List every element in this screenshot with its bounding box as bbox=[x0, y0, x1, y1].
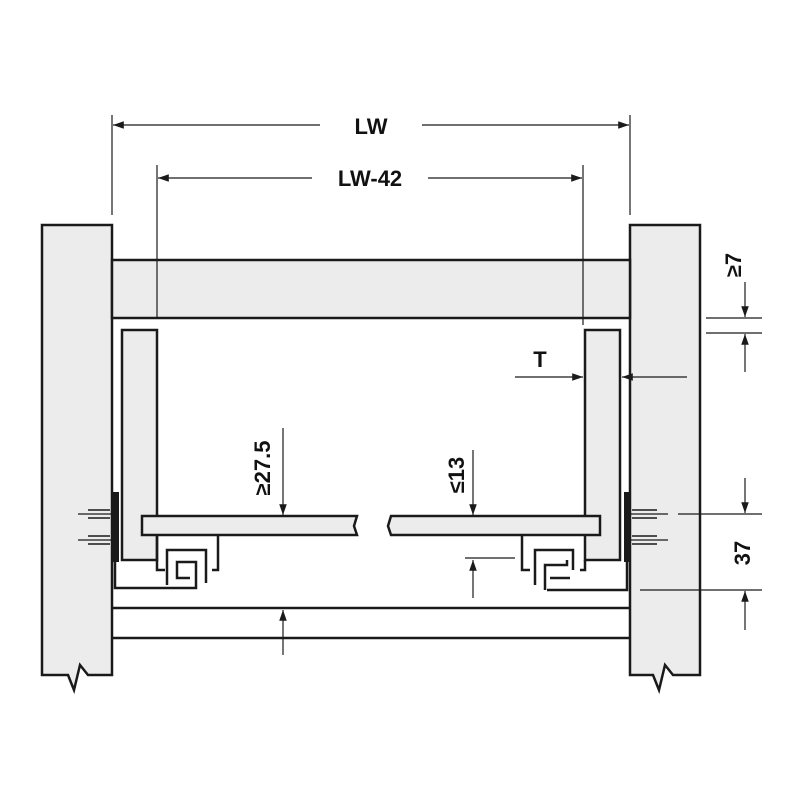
lw-dimension: LW bbox=[111, 114, 631, 215]
right-screw-icon bbox=[632, 509, 657, 545]
gap-top-dimension: ≥7 bbox=[706, 253, 762, 372]
lw42-label: LW-42 bbox=[338, 166, 402, 191]
lw-label: LW bbox=[355, 114, 388, 139]
side-height-dimension: 37 bbox=[640, 478, 762, 630]
left-drawer-side bbox=[120, 328, 159, 562]
side-height-label: 37 bbox=[730, 541, 755, 565]
left-mounting-plate bbox=[113, 492, 119, 562]
t-dimension: T bbox=[515, 347, 687, 381]
right-cabinet-side bbox=[628, 223, 702, 695]
bottom-max-label: ≤13 bbox=[444, 457, 469, 494]
gap-top-label: ≥7 bbox=[721, 253, 746, 277]
right-runner bbox=[520, 492, 668, 592]
t-label: T bbox=[533, 347, 547, 372]
bottom-max-dimension: ≤13 bbox=[444, 450, 515, 598]
bottom-min-dimension: ≥27.5 bbox=[250, 428, 287, 655]
left-cabinet-side bbox=[40, 223, 114, 695]
back-panel bbox=[110, 258, 632, 320]
bottom-min-label: ≥27.5 bbox=[250, 441, 275, 496]
drawer-bottom-right bbox=[386, 514, 602, 537]
left-screw-icon bbox=[88, 509, 110, 545]
drawer-bottom-left bbox=[140, 514, 359, 537]
left-runner bbox=[78, 492, 220, 590]
right-mounting-plate bbox=[624, 492, 630, 562]
lw42-dimension: LW-42 bbox=[156, 165, 584, 325]
base-rail bbox=[112, 606, 630, 640]
